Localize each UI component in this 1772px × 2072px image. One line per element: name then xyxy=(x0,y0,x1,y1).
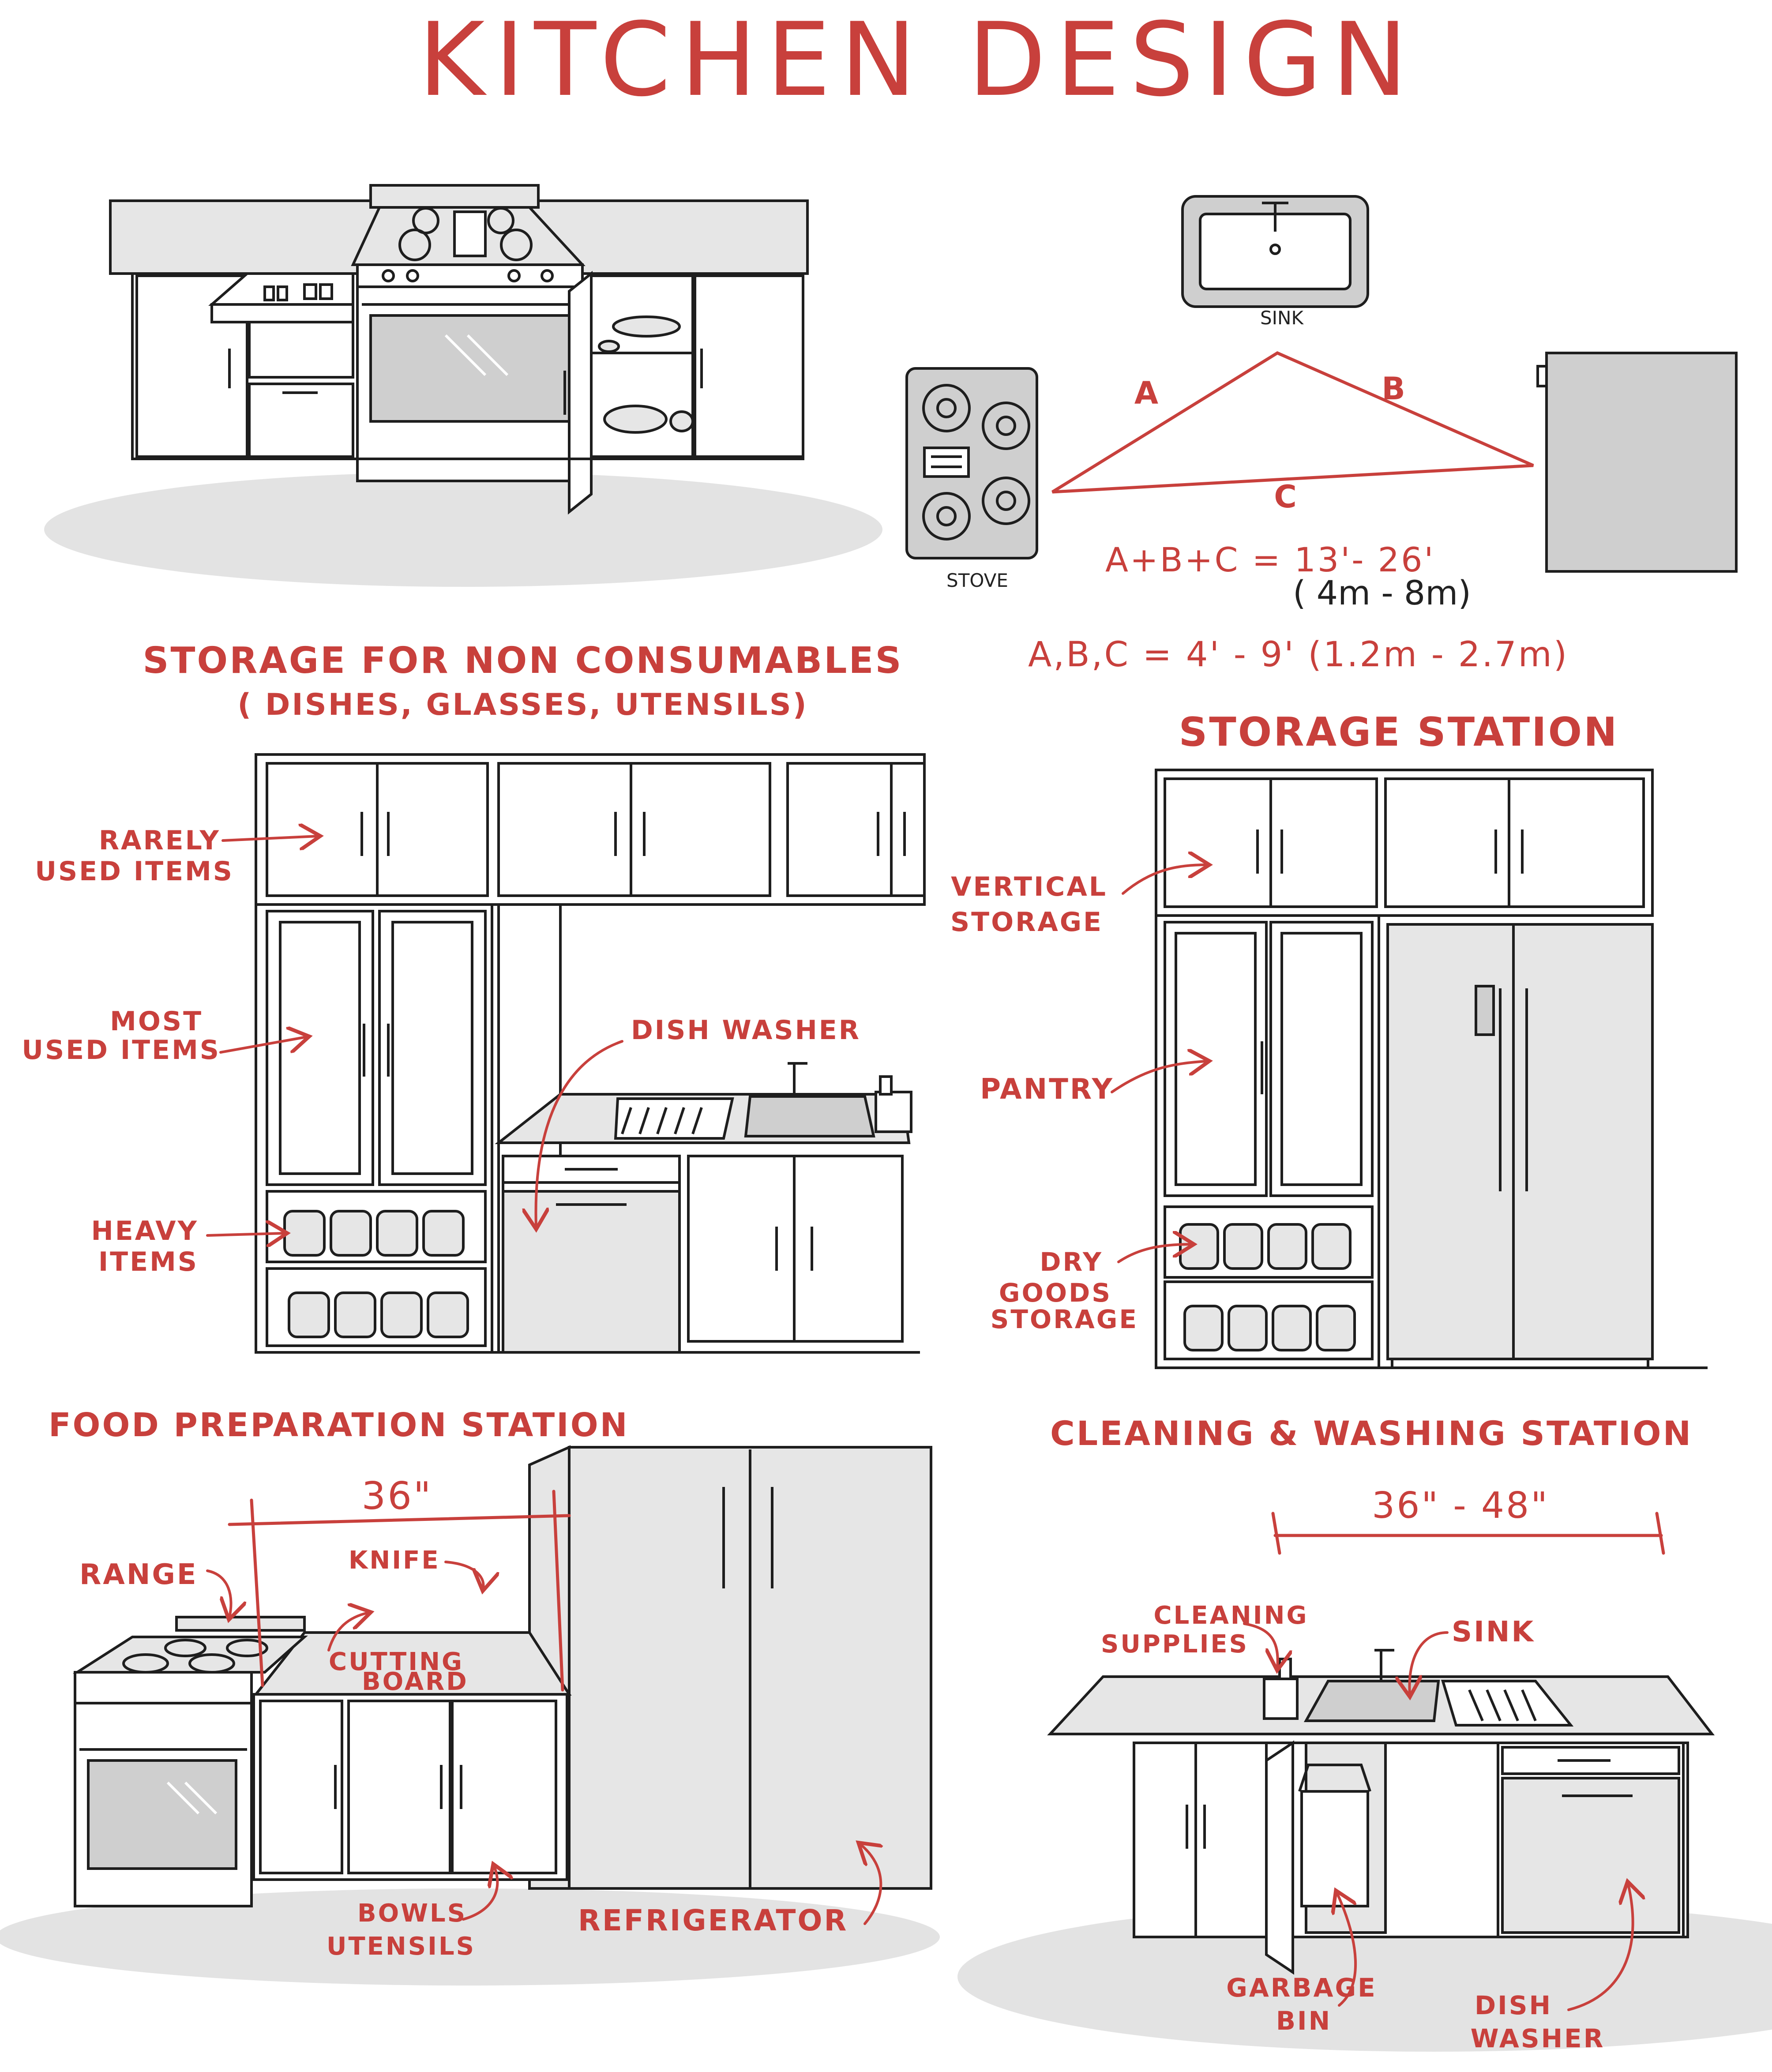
food-prep-illustration xyxy=(0,1445,940,1986)
sink-arrow xyxy=(1409,1631,1449,1694)
bowls-arrow xyxy=(462,1866,497,1921)
page-title: KITCHEN DESIGN xyxy=(418,1,1417,119)
garbage-bin-arrow xyxy=(1337,1893,1357,2007)
side-b-label: B xyxy=(1382,371,1407,407)
triangle-total-metric: ( 4m - 8m) xyxy=(1293,573,1471,612)
heavy-items-label-1: HEAVY xyxy=(91,1216,199,1246)
rarely-used-label-2: USED ITEMS xyxy=(35,856,234,887)
triangle-total: A+B+C = 13'- 26' xyxy=(1105,540,1435,579)
sink-pointer-label: SINK xyxy=(1452,1616,1535,1648)
cleaning-supplies-label-1: CLEANING xyxy=(1154,1601,1309,1630)
storage-station-heading: STORAGE STATION xyxy=(1179,709,1619,755)
refrigerator-top-view xyxy=(1545,352,1738,573)
vertical-storage-label-2: STORAGE xyxy=(950,907,1103,938)
most-used-label-2: USED ITEMS xyxy=(22,1035,221,1066)
most-used-arrow xyxy=(219,1037,307,1054)
non-consumables-subheading: ( DISHES, GLASSES, UTENSILS) xyxy=(237,687,808,722)
side-a-label: A xyxy=(1134,375,1160,411)
non-consumables-illustration xyxy=(255,753,926,1354)
dish-washer-label-2: WASHER xyxy=(1471,2023,1605,2053)
triangle-each-side: A,B,C = 4' - 9' (1.2m - 2.7m) xyxy=(1028,635,1569,675)
rarely-used-label-1: RARELY xyxy=(99,825,221,856)
pantry-arrow xyxy=(1111,1061,1207,1093)
width-dimension-label: 36" xyxy=(362,1474,433,1518)
vertical-storage-arrow xyxy=(1122,865,1207,895)
cleaning-supplies-label-2: SUPPLIES xyxy=(1101,1630,1249,1659)
dishwasher-arrow xyxy=(536,1040,623,1227)
heavy-items-arrow xyxy=(206,1233,285,1235)
non-consumables-heading: STORAGE FOR NON CONSUMABLES xyxy=(143,640,903,682)
cleaning-heading: CLEANING & WASHING STATION xyxy=(1050,1414,1693,1453)
dry-goods-label-2: GOODS xyxy=(999,1278,1112,1308)
triangle-shape xyxy=(1051,351,1534,494)
bowls-label-2: UTENSILS xyxy=(327,1932,476,1961)
work-triangle-diagram: SINK STOVE A B C A+B+C = 13'- 26' ( 4m -… xyxy=(905,195,1738,675)
knife-arrow xyxy=(444,1561,484,1588)
dish-washer-arrow xyxy=(1567,1884,1633,2011)
dishwasher-label: DISH WASHER xyxy=(631,1015,861,1046)
sink-label: SINK xyxy=(1260,307,1304,329)
dry-goods-arrow xyxy=(1117,1244,1191,1263)
range-arrow xyxy=(206,1569,231,1617)
cleaning-illustration xyxy=(957,1649,1772,2052)
most-used-label-1: MOST xyxy=(110,1006,203,1037)
refrigerator-arrow xyxy=(860,1844,881,1925)
side-c-label: C xyxy=(1274,479,1298,515)
dry-goods-label-1: DRY xyxy=(1040,1247,1103,1277)
cutting-board-label-2: BOARD xyxy=(362,1667,469,1696)
rarely-used-arrow xyxy=(222,836,318,841)
cleaning-supplies-arrow xyxy=(1243,1622,1278,1668)
food-prep-heading: FOOD PREPARATION STATION xyxy=(49,1406,629,1444)
top-kitchen-illustration xyxy=(44,184,882,587)
range-label: RANGE xyxy=(79,1558,198,1591)
knife-label: KNIFE xyxy=(349,1546,440,1575)
dry-goods-label-3: STORAGE xyxy=(991,1304,1138,1334)
refrigerator-label: REFRIGERATOR xyxy=(578,1903,848,1937)
heavy-items-label-2: ITEMS xyxy=(98,1246,199,1277)
cleaning-width-label: 36" - 48" xyxy=(1372,1485,1549,1527)
garbage-bin-label-2: BIN xyxy=(1276,2006,1332,2036)
bowls-label-1: BOWLS xyxy=(357,1899,467,1928)
cutting-board-arrow xyxy=(327,1613,368,1652)
cutting-board-label-1: CUTTING xyxy=(329,1648,464,1676)
storage-station-illustration xyxy=(1155,769,1708,1369)
dish-washer-label-1: DISH xyxy=(1475,1990,1552,2020)
vertical-storage-label-1: VERTICAL xyxy=(951,871,1108,902)
pantry-label: PANTRY xyxy=(980,1073,1114,1106)
width-dimension-line xyxy=(228,1514,571,1526)
stove-label: STOVE xyxy=(946,570,1008,591)
